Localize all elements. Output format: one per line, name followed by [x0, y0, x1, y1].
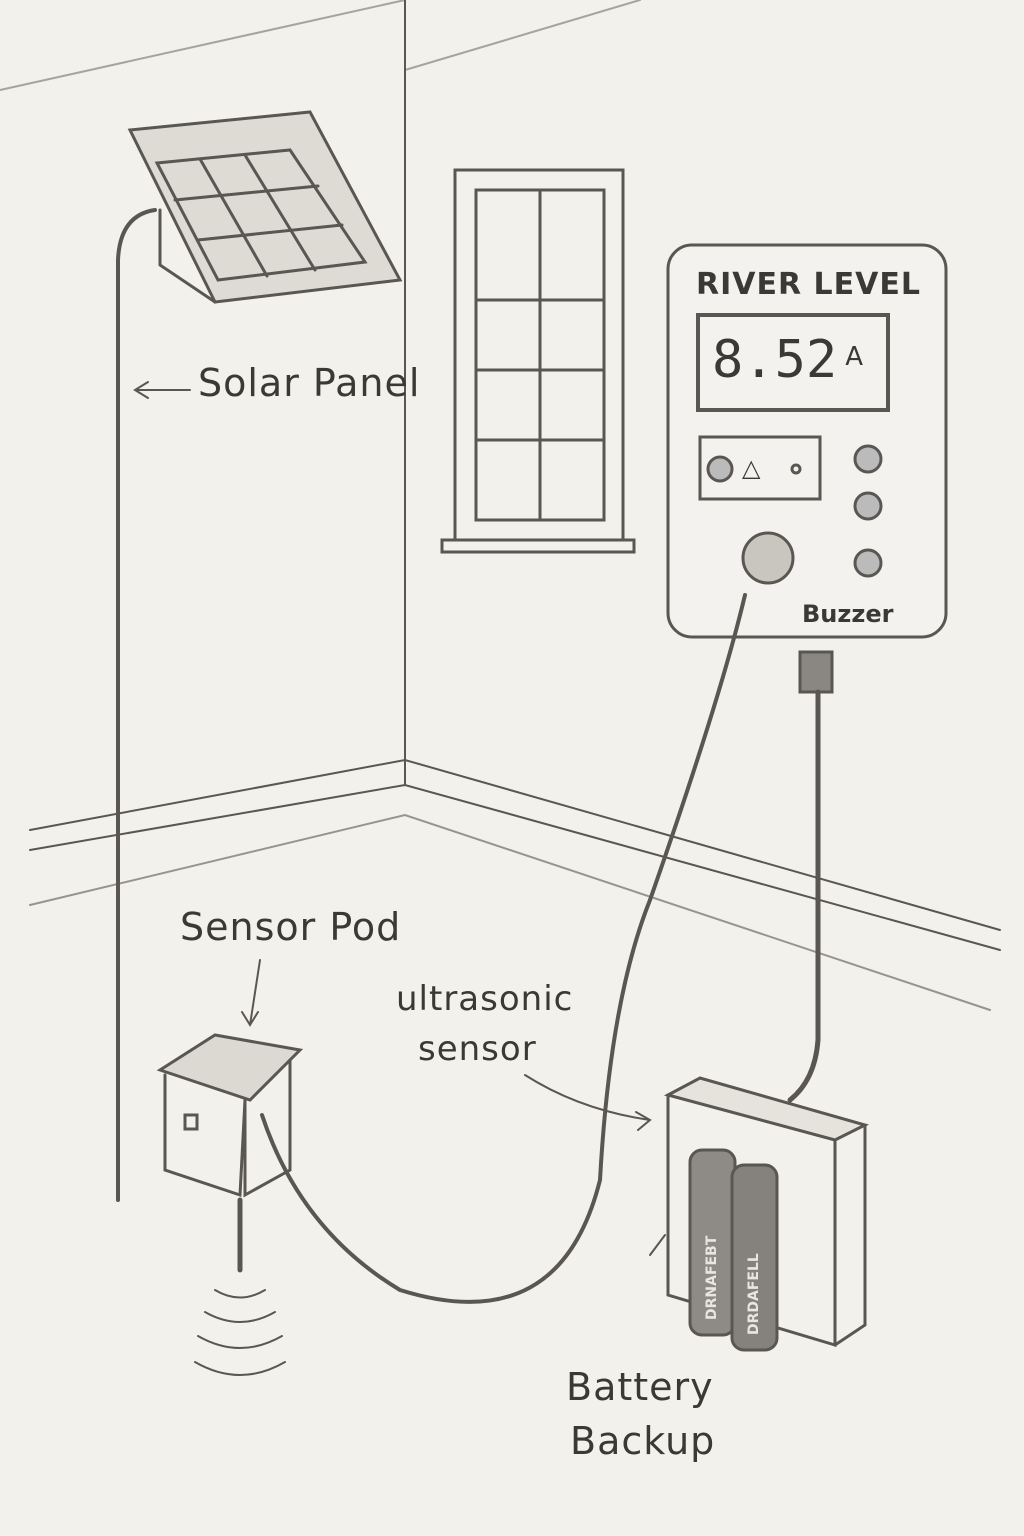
- window: [440, 168, 636, 554]
- monitor-title: RIVER LEVEL: [696, 267, 921, 302]
- ultrasonic-label-line1: ultrasonic: [396, 979, 574, 1019]
- sensor-pod: [156, 593, 747, 1376]
- monitor-device: [666, 243, 948, 1103]
- level-display: 8.52 A: [712, 330, 863, 390]
- buzzer-label: Buzzer: [802, 600, 894, 628]
- solar-panel-label: Solar Panel: [198, 361, 421, 405]
- battery-backup-label-line2: Backup: [570, 1419, 716, 1463]
- battery-box: [663, 1076, 870, 1352]
- battery-backup-label-line1: Battery: [566, 1365, 714, 1409]
- arrows: [133, 381, 666, 1256]
- sensor-pod-label: Sensor Pod: [180, 905, 402, 949]
- triangle-icon: △: [742, 454, 761, 482]
- battery-label: DRNAFEBT: [704, 1235, 720, 1320]
- level-readout: 8.52: [712, 330, 838, 390]
- battery-label: DRDAFELL: [746, 1253, 762, 1335]
- room: [0, 0, 1001, 1011]
- ultrasonic-label-line2: sensor: [418, 1029, 537, 1069]
- readout-unit: A: [845, 342, 864, 372]
- solar-panel: [116, 110, 403, 1202]
